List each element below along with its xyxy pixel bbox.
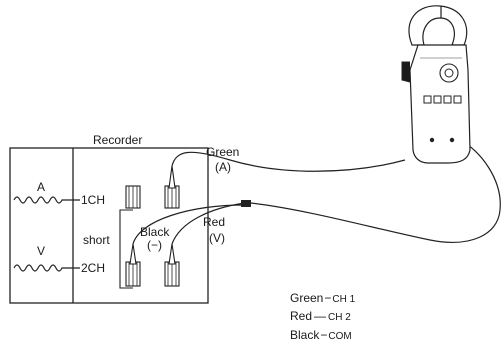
black-lead [132, 204, 246, 245]
short-label: short [83, 233, 110, 247]
black-label: Black [140, 225, 170, 239]
red-probe-tip [168, 243, 176, 265]
recorder-unit: Recorder A 1CH V 2CH short [9, 133, 209, 304]
black-sign: (−) [147, 238, 162, 252]
red-lead-label: Red [203, 215, 225, 229]
black-probe-tip [129, 243, 137, 265]
short-wire [119, 209, 133, 289]
legend-channel: COM [328, 331, 351, 342]
legend-color: Green [290, 291, 323, 305]
legend-channel: CH 2 [328, 312, 351, 323]
ch1-label: 1CH [81, 193, 105, 207]
recorder-title: Recorder [93, 133, 142, 147]
clamp-meter-icon [401, 5, 471, 164]
signal-a-wave-icon [13, 196, 80, 204]
signal-a-label: A [37, 180, 45, 194]
meter-cable [250, 139, 501, 243]
ch2-label: 2CH [81, 261, 105, 275]
legend-channel: CH 1 [332, 294, 355, 305]
terminal-ch1-green [164, 185, 180, 209]
legend-color: Black [290, 328, 320, 342]
legend-sep: − [324, 291, 331, 305]
green-lead-sub: (A) [215, 160, 231, 174]
legend-sep: — [314, 309, 326, 323]
lead-wires [132, 139, 501, 245]
signal-v-wave-icon [13, 264, 80, 272]
channel-legend: Green−CH 1 Red—CH 2 Black−COM [290, 291, 356, 342]
green-lead [171, 151, 406, 172]
terminal-ch2-red [164, 261, 180, 287]
legend-sep: − [320, 328, 327, 342]
recorder-outline [9, 147, 209, 304]
legend-row: Red—CH 2 [290, 309, 351, 323]
lead-junction [241, 200, 251, 207]
signal-v-label: V [37, 244, 45, 258]
legend-color: Red [290, 309, 312, 323]
legend-row: Black−COM [290, 328, 352, 342]
green-lead-label: Green [206, 145, 239, 159]
green-probe-tip [168, 165, 176, 189]
legend-row: Green−CH 1 [290, 291, 356, 305]
red-lead-sub: (V) [209, 231, 225, 245]
terminal-ch1-black [125, 185, 141, 209]
terminal-ch2-black [125, 261, 141, 287]
